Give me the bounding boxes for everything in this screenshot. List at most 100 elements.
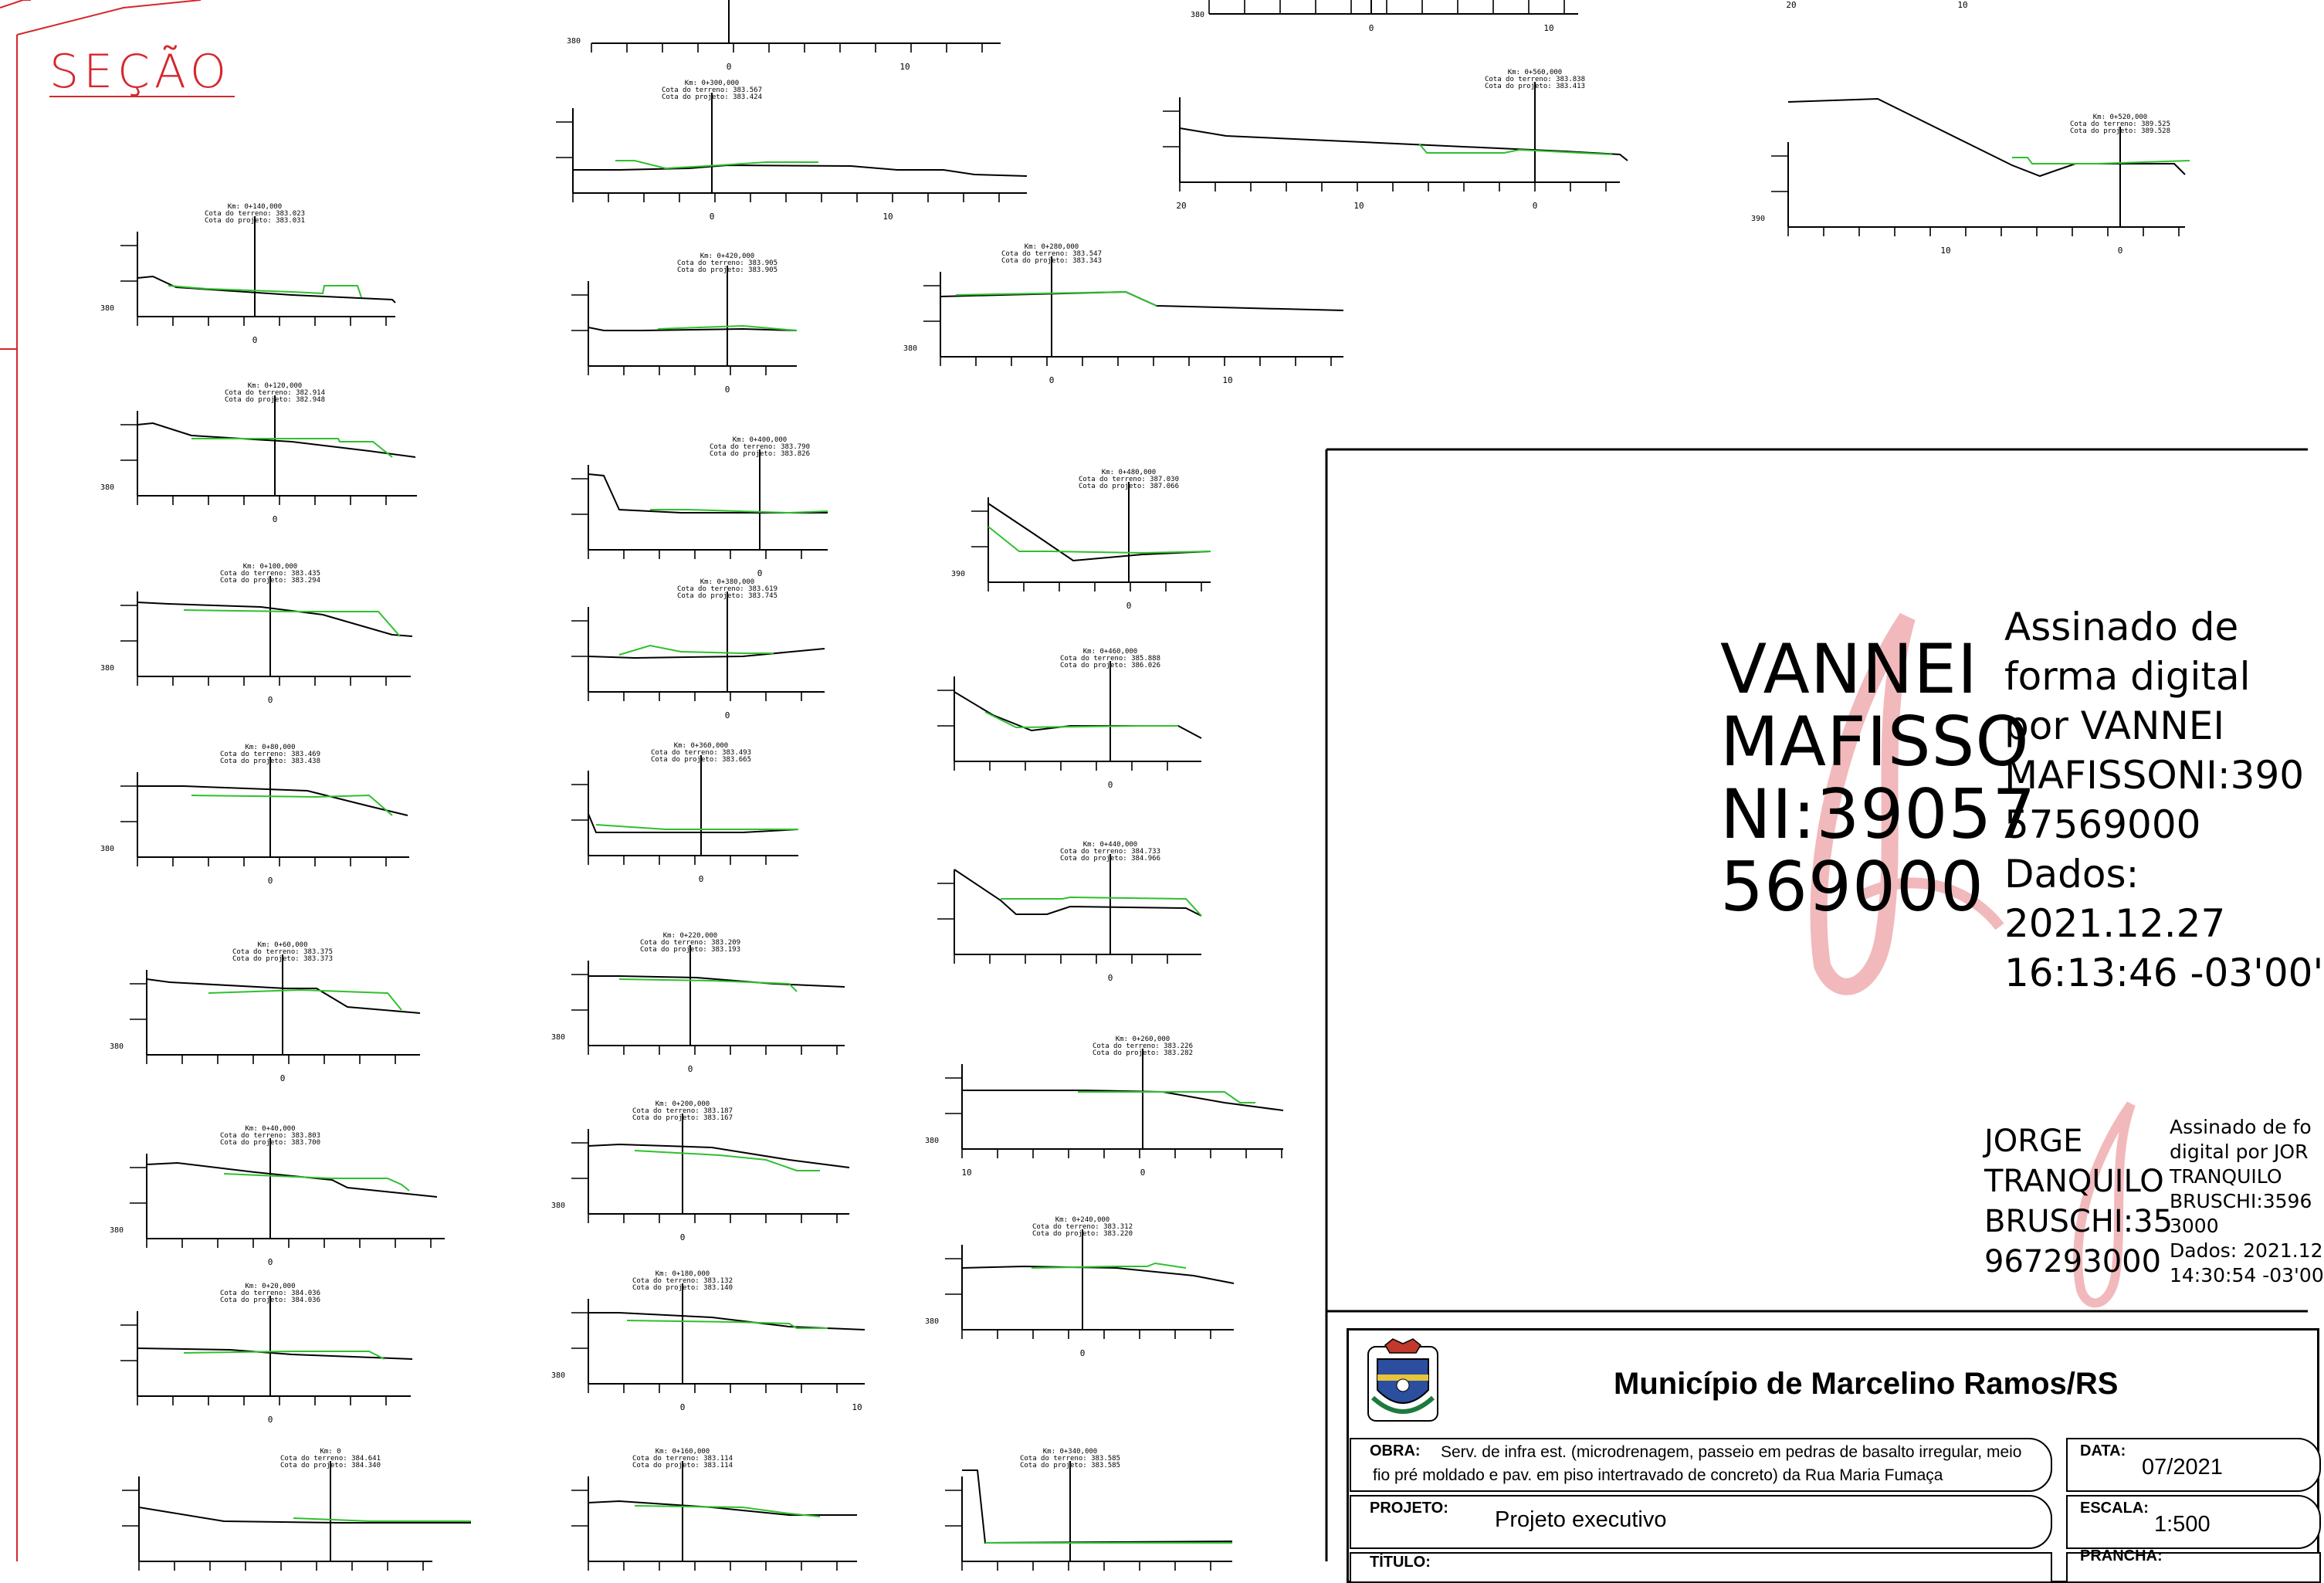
section-km-label: Km: 0+220,000 bbox=[663, 932, 717, 940]
section-offset-label: 0 bbox=[688, 1064, 693, 1074]
signature-1-details: Assinado de forma digital por VANNEI MAF… bbox=[2004, 602, 2323, 998]
signature-1-name-line: MAFISSO bbox=[1720, 702, 2030, 781]
terrain-profile bbox=[137, 785, 408, 816]
project-profile bbox=[618, 978, 798, 992]
section-terrain-label: Cota do terreno: 383.585 bbox=[1020, 1455, 1120, 1463]
section-offset-label: 10 bbox=[899, 62, 910, 72]
terrain-profile bbox=[137, 602, 413, 637]
section-km-label: Km: 0+180,000 bbox=[656, 1270, 710, 1278]
section-project-label: Cota do projeto: 383.294 bbox=[220, 577, 320, 585]
signature-1-detail-line: 16:13:46 -03'00' bbox=[2004, 951, 2324, 995]
section-offset-label: 10 bbox=[1353, 201, 1364, 211]
section-title: SEÇÃO bbox=[49, 45, 232, 99]
project-profile bbox=[191, 438, 393, 458]
terrain-profile bbox=[954, 869, 1202, 917]
terrain-profile bbox=[962, 1469, 1233, 1544]
terrain-profile bbox=[988, 503, 1211, 562]
section-project-label: Cota do projeto: 383.031 bbox=[205, 217, 305, 225]
data-box bbox=[2066, 1438, 2321, 1492]
section-offset-label: 0 bbox=[1108, 780, 1113, 790]
municipality-name: Município de Marcelino Ramos/RS bbox=[1614, 1367, 2119, 1401]
section-project-label: Cota do projeto: 383.585 bbox=[1020, 1462, 1120, 1469]
signature-1-name-line: VANNEI bbox=[1720, 629, 1978, 709]
section-km-label: Km: 0+420,000 bbox=[700, 253, 754, 260]
section-elevation-label: 380 bbox=[100, 664, 114, 673]
section-offset-label: 0 bbox=[725, 385, 730, 395]
prancha-label: PRANCHA: bbox=[2080, 1547, 2163, 1564]
project-profile bbox=[183, 609, 401, 637]
section-project-label: Cota do projeto: 382.948 bbox=[225, 396, 325, 404]
project-profile bbox=[1078, 1091, 1255, 1103]
project-profile bbox=[984, 711, 1178, 729]
section-km-label: Km: 0+340,000 bbox=[1043, 1448, 1097, 1456]
signature-2-name-line: 967293000 bbox=[1984, 1244, 2162, 1280]
section-km-label: Km: 0+160,000 bbox=[656, 1448, 710, 1456]
section-offset-label: 0 bbox=[699, 874, 704, 884]
project-profile bbox=[657, 324, 798, 331]
section-offset-label: 0 bbox=[757, 568, 763, 578]
prancha-box bbox=[2066, 1552, 2321, 1583]
titulo-label: TÍTULO: bbox=[1370, 1554, 1431, 1571]
project-profile bbox=[1418, 143, 1613, 155]
section-terrain-label: Cota do terreno: 383.375 bbox=[232, 948, 333, 956]
section-offset-label: 0 bbox=[268, 876, 273, 886]
section-elevation-label: 390 bbox=[1751, 215, 1765, 223]
data-value: 07/2021 bbox=[2142, 1455, 2223, 1480]
section-offset-label: 0 bbox=[268, 695, 273, 705]
section-project-label: Cota do projeto: 384.036 bbox=[220, 1297, 320, 1304]
section-project-label: Cota do projeto: 389.528 bbox=[2070, 127, 2170, 135]
section-terrain-label: Cota do terreno: 383.209 bbox=[640, 939, 740, 947]
section-elevation-label: 380 bbox=[551, 1371, 565, 1380]
section-km-label: Km: 0+520,000 bbox=[2093, 114, 2147, 121]
section-offset-label: 0 bbox=[1108, 973, 1113, 983]
section-terrain-label: Cota do terreno: 384.733 bbox=[1060, 848, 1160, 856]
terrain-profile bbox=[137, 1347, 413, 1360]
section-terrain-label: Cota do terreno: 383.132 bbox=[632, 1277, 733, 1285]
escala-value: 1:500 bbox=[2154, 1512, 2211, 1537]
project-profile bbox=[634, 1150, 820, 1171]
signature-1-detail-line: por VANNEI bbox=[2004, 703, 2225, 748]
section-project-label: Cota do projeto: 383.438 bbox=[220, 758, 320, 765]
terrain-profile bbox=[588, 1500, 857, 1516]
section-project-label: Cota do projeto: 384.966 bbox=[1060, 855, 1160, 863]
section-terrain-label: Cota do terreno: 389.525 bbox=[2070, 120, 2170, 128]
project-profile bbox=[293, 1517, 471, 1522]
signature-2-detail-line: Dados: 2021.12 bbox=[2170, 1239, 2323, 1262]
section-elevation-label: 380 bbox=[110, 1226, 124, 1235]
section-project-label: Cota do projeto: 383.220 bbox=[1032, 1230, 1133, 1238]
section-offset-label: 0 bbox=[680, 1402, 686, 1412]
section-project-label: Cota do projeto: 383.665 bbox=[651, 756, 751, 764]
title-frame bbox=[1325, 448, 2308, 1561]
section-km-label: Km: 0+40,000 bbox=[245, 1125, 295, 1133]
section-km-label: Km: 0+300,000 bbox=[685, 80, 739, 87]
section-km-label: Km: 0+560,000 bbox=[1508, 69, 1562, 76]
section-offset-label: 10 bbox=[1222, 375, 1232, 385]
section-km-label: Km: 0+360,000 bbox=[674, 742, 728, 750]
section-offset-label: 0 bbox=[1140, 1168, 1146, 1178]
section-km-label: Km: 0+200,000 bbox=[656, 1100, 710, 1108]
section-offset-label: 0 bbox=[268, 1415, 273, 1425]
titulo-box bbox=[1350, 1552, 2052, 1583]
section-offset-label: 0 bbox=[680, 1232, 686, 1242]
signature-2-detail-line: digital por JOR bbox=[2170, 1141, 2309, 1163]
section-offset-label: 10 bbox=[883, 212, 893, 222]
terrain-profile bbox=[588, 1143, 850, 1168]
project-profile bbox=[988, 526, 1211, 554]
section-project-label: Cota do projeto: 383.282 bbox=[1093, 1049, 1193, 1057]
section-project-label: Cota do projeto: 386.026 bbox=[1060, 662, 1160, 669]
section-km-label: Km: 0+440,000 bbox=[1083, 841, 1137, 849]
section-offset-label: 0 bbox=[1080, 1348, 1086, 1358]
section-project-label: Cota do projeto: 383.905 bbox=[677, 266, 777, 274]
terrain-profile bbox=[588, 813, 799, 833]
projeto-label: PROJETO: bbox=[1370, 1500, 1448, 1517]
signature-1-detail-line: forma digital bbox=[2004, 654, 2251, 699]
